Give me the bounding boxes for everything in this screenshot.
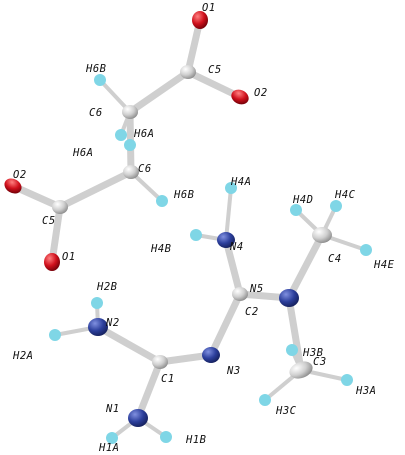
label-n5: N5: [249, 283, 264, 295]
label-h3b: H3B: [302, 347, 323, 359]
atom-h4c: [330, 200, 342, 212]
atom-h6a-top: [115, 129, 127, 141]
atom-h2b: [91, 297, 103, 309]
label-o2-bottom: O2: [13, 169, 27, 181]
bond-c1-n2: [94, 323, 164, 366]
atom-c3: [289, 361, 313, 379]
label-h3a: H3A: [355, 385, 376, 397]
bond-n4-h4a: [224, 186, 233, 242]
atom-h6b-top: [94, 74, 106, 86]
label-c5-top: C5: [208, 64, 222, 76]
atom-n3: [202, 347, 220, 363]
label-h1a: H1A: [98, 442, 119, 454]
atom-n1: [128, 409, 148, 427]
label-h3c: H3C: [275, 405, 297, 417]
atom-o2-bottom: [4, 178, 22, 194]
label-layer: O1 C5 O2 H6B C6 H6A H6A C6 O2 H6B C5 O1 …: [12, 2, 395, 454]
atom-h4b: [190, 229, 202, 241]
label-h4c: H4C: [334, 189, 356, 201]
atom-h3c: [259, 394, 271, 406]
atom-h4a: [225, 182, 237, 194]
label-h2b: H2B: [96, 281, 117, 293]
atom-h3a: [341, 374, 353, 386]
atom-h4d: [290, 204, 302, 216]
label-c3: C3: [313, 356, 327, 368]
label-n3: N3: [226, 365, 241, 377]
atom-c6-bottom: [123, 165, 139, 179]
label-h4a: H4A: [230, 176, 251, 188]
label-c1: C1: [161, 373, 175, 385]
label-c4: C4: [328, 253, 342, 265]
label-h6b-top: H6B: [85, 63, 106, 75]
label-n2: N2: [105, 317, 120, 329]
atom-h2a: [49, 329, 61, 341]
bond-c6-c5-bottom: [56, 168, 135, 211]
atom-o1-bottom: [44, 253, 60, 271]
label-c5-bottom: C5: [42, 215, 56, 227]
atom-c4: [312, 227, 332, 243]
atom-c5-bottom: [52, 200, 68, 214]
atom-layer: [4, 11, 372, 444]
bond-n5-c3: [285, 294, 305, 374]
label-c6-bottom: C6: [138, 163, 152, 175]
atom-h6a-bottom: [124, 139, 136, 151]
label-h4d: H4D: [292, 194, 313, 206]
atom-h4e: [360, 244, 372, 256]
label-n4: N4: [229, 241, 244, 253]
label-n1: N1: [105, 403, 120, 415]
bond-c5-c6-top: [126, 68, 192, 116]
label-o2-top: O2: [254, 87, 268, 99]
label-h4e: H4E: [373, 259, 395, 271]
label-h6a-bottom: H6A: [72, 147, 93, 159]
bond-c1-n1: [134, 358, 164, 422]
atom-h1a: [106, 432, 118, 444]
label-c6-top: C6: [89, 107, 103, 119]
bond-c5-o2-top: [184, 68, 244, 101]
atom-n2: [88, 318, 108, 336]
label-h6b-bottom: H6B: [173, 189, 194, 201]
label-o1-top: O1: [202, 2, 216, 14]
atom-h1b: [160, 431, 172, 443]
atom-h6b-bottom: [156, 195, 168, 207]
bond-layer: [9, 16, 368, 440]
atom-o1-top: [192, 11, 208, 29]
atom-n5: [279, 289, 299, 307]
atom-c6-top: [122, 105, 138, 119]
bond-n4-c2: [222, 236, 244, 298]
label-h1b: H1B: [185, 434, 206, 446]
atom-c2: [232, 287, 248, 301]
atom-n4: [217, 232, 235, 248]
bond-n5-c4: [285, 231, 326, 302]
label-h4b: H4B: [150, 243, 171, 255]
label-h2a: H2A: [12, 350, 33, 362]
atom-c1: [152, 355, 168, 369]
label-o1-bottom: O1: [62, 251, 76, 263]
label-c2: C2: [245, 306, 259, 318]
atom-h3b: [286, 344, 298, 356]
atom-c5-top: [180, 65, 196, 79]
bond-c5-o1-bottom: [48, 203, 64, 266]
atom-o2-top: [231, 89, 249, 105]
bond-c2-n3: [207, 290, 244, 359]
label-h6a-top: H6A: [133, 128, 154, 140]
